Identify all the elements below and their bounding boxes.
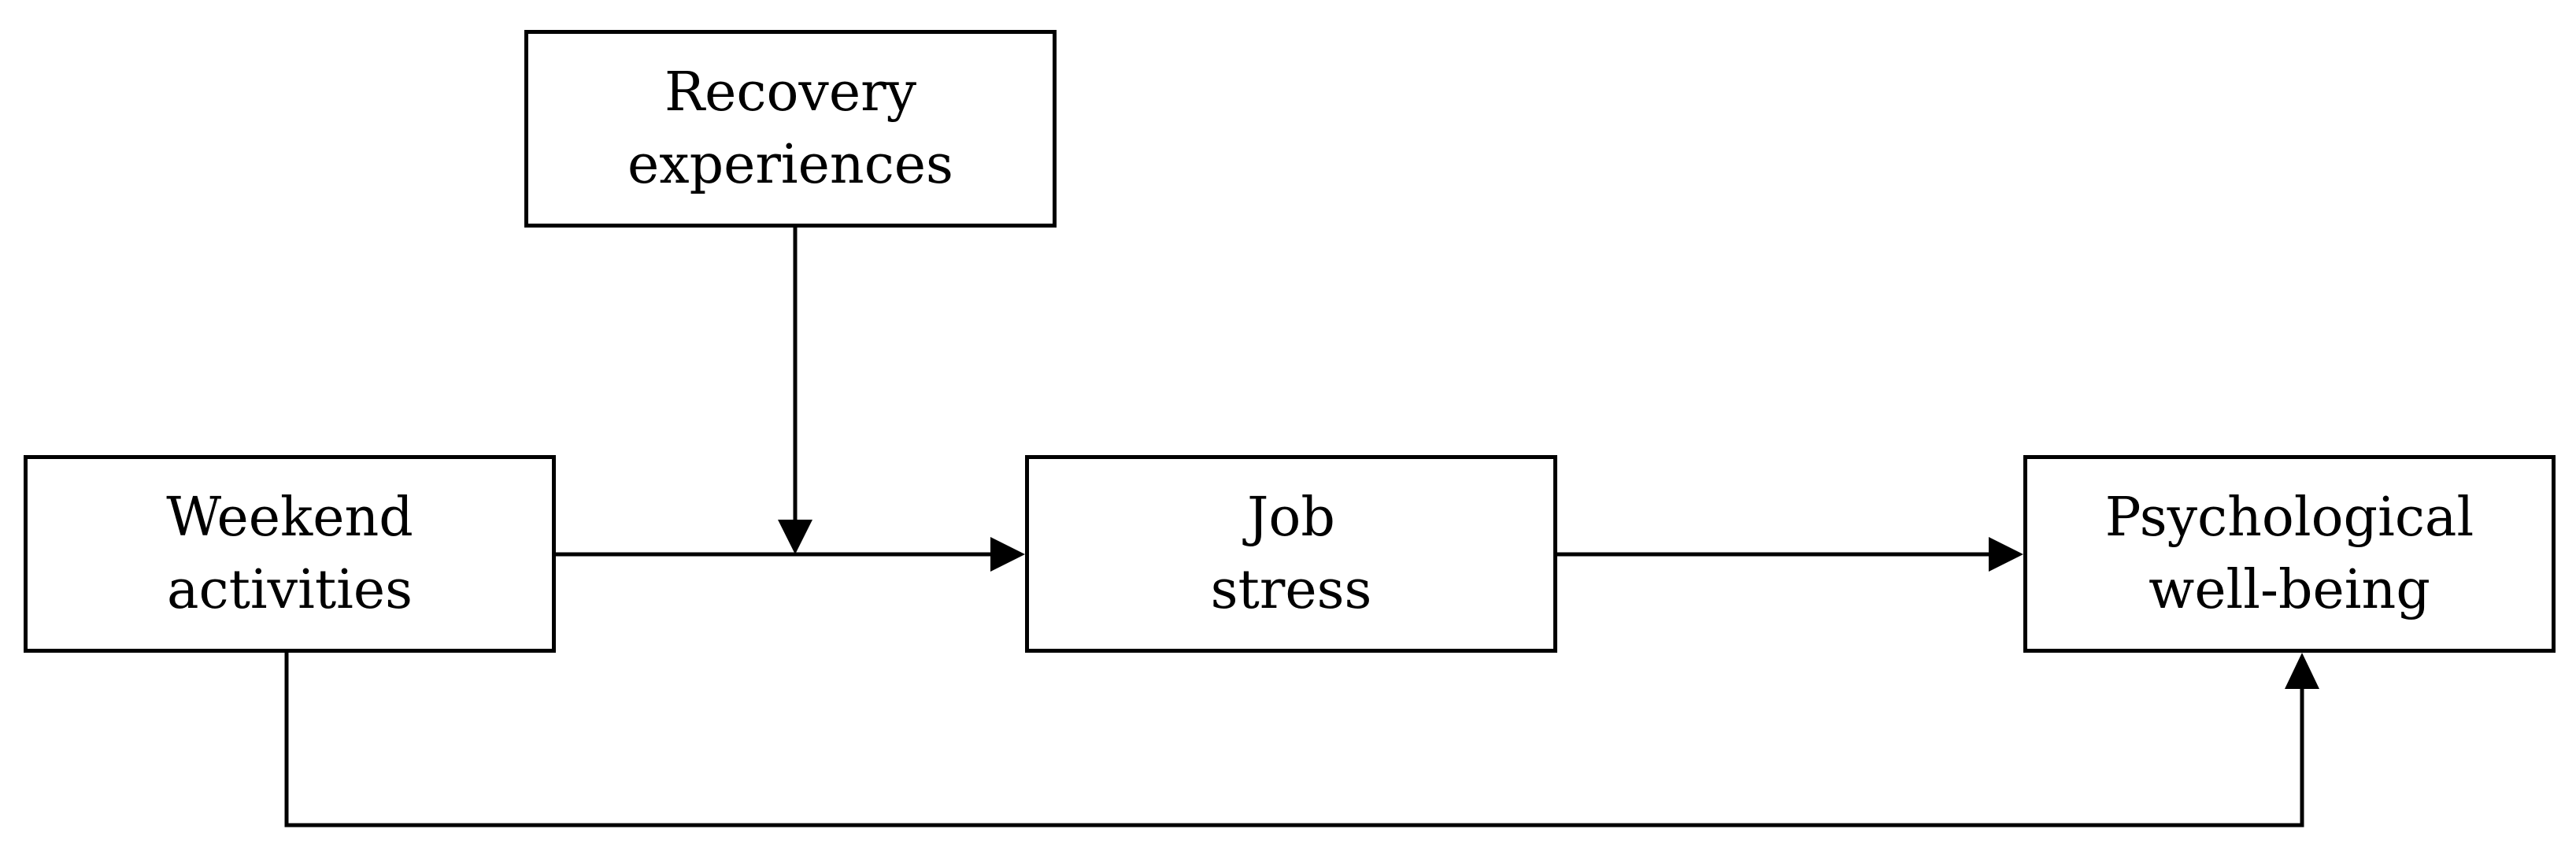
node-label-line2: stress — [1210, 558, 1372, 621]
arrowhead-moderation — [778, 520, 812, 554]
node-label-line1: Recovery — [664, 61, 917, 124]
node-label-line1: Weekend — [166, 486, 413, 549]
node-label-line1: Job — [1247, 486, 1335, 549]
arrowhead-psych-up — [2285, 653, 2319, 689]
node-label-line1: Psychological — [2104, 486, 2474, 549]
arrowhead-psych-right — [1989, 537, 2023, 572]
node-recovery-experiences: Recovery experiences — [524, 30, 1057, 228]
arrowhead-job — [990, 537, 1025, 572]
node-psychological-well-being: Psychological well-being — [2023, 455, 2556, 653]
node-weekend-activities: Weekend activities — [24, 455, 556, 653]
node-label-line2: activities — [166, 558, 413, 621]
node-label-line2: experiences — [627, 133, 953, 196]
node-label-line2: well-being — [2149, 558, 2430, 621]
node-job-stress: Job stress — [1025, 455, 1557, 653]
edge-weekend-to-psych — [284, 653, 2304, 828]
